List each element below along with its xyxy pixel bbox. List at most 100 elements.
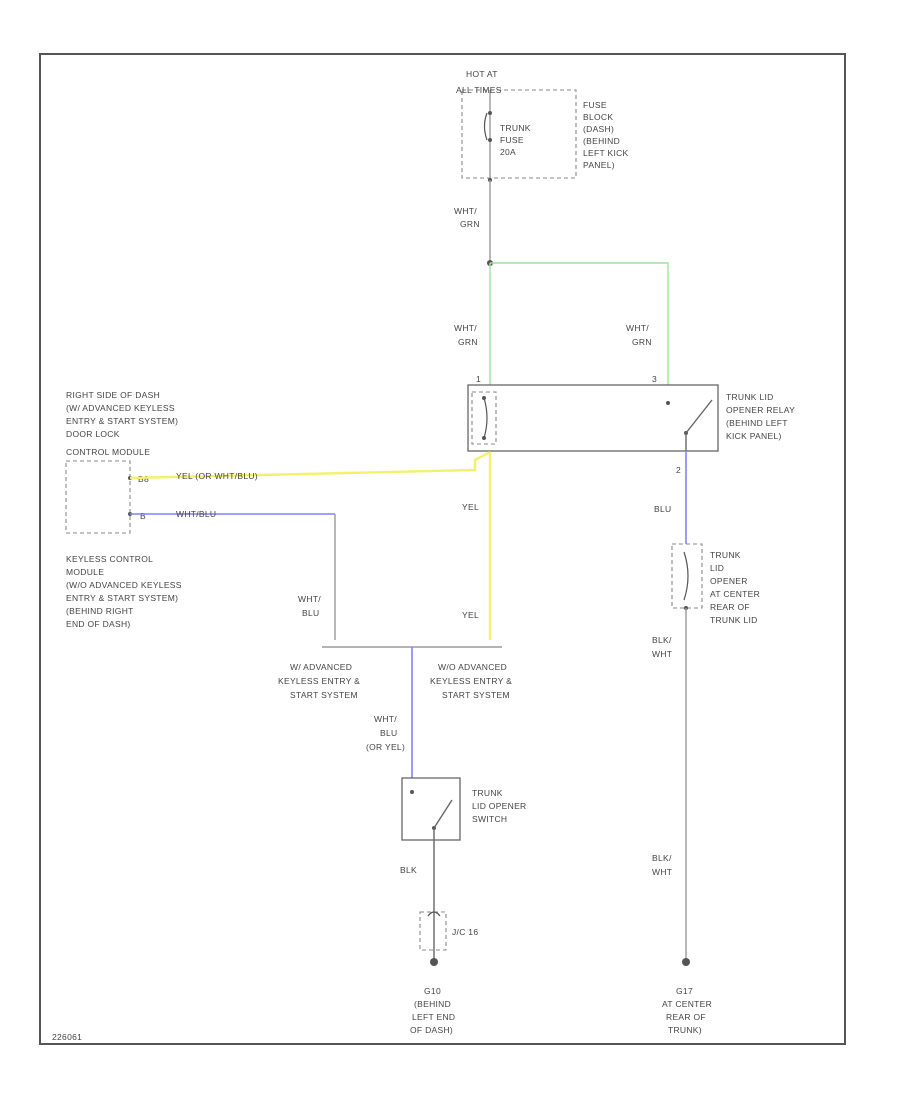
svg-text:GRN: GRN bbox=[632, 337, 652, 347]
svg-text:SWITCH: SWITCH bbox=[472, 814, 507, 824]
relay-pin: 3 bbox=[652, 374, 657, 384]
branch-label: KEYLESS ENTRY & bbox=[278, 676, 360, 686]
wire-label: GRN bbox=[458, 337, 478, 347]
branch-label: KEYLESS ENTRY & bbox=[430, 676, 512, 686]
wire-green bbox=[490, 262, 669, 385]
svg-text:START SYSTEM: START SYSTEM bbox=[442, 690, 510, 700]
relay-label: KICK PANEL) bbox=[726, 431, 782, 441]
trunk-lid-opener-relay: 1 3 2 TRUNK LID OPENER RELAY (BEHIND LEF… bbox=[467, 374, 795, 475]
fuse-name-label: TRUNK bbox=[500, 123, 531, 133]
svg-text:START SYSTEM: START SYSTEM bbox=[290, 690, 358, 700]
hot-at-label: ALL TIMES bbox=[456, 85, 502, 95]
fuse-block: HOT AT ALL TIMES TRUNK FUSE 20A FUSE BLO… bbox=[456, 69, 629, 182]
branch-label: START SYSTEM bbox=[290, 690, 358, 700]
svg-text:YEL: YEL bbox=[462, 610, 479, 620]
keyless-control-module: KEYLESS CONTROL MODULE (W/O ADVANCED KEY… bbox=[66, 554, 182, 629]
svg-text:TRUNK LID: TRUNK LID bbox=[710, 615, 758, 625]
wire-label: BLK bbox=[400, 865, 417, 875]
svg-text:HOT AT: HOT AT bbox=[466, 69, 498, 79]
trunk-lid-opener-switch: TRUNK LID OPENER SWITCH bbox=[401, 777, 526, 841]
svg-text:BLK/: BLK/ bbox=[652, 853, 672, 863]
wire-label: (OR YEL) bbox=[366, 742, 405, 752]
fuse-block-location: (DASH) bbox=[583, 124, 614, 134]
svg-text:AT CENTER: AT CENTER bbox=[662, 999, 712, 1009]
wire-label: WHT bbox=[652, 649, 672, 659]
svg-text:(W/O ADVANCED KEYLESS: (W/O ADVANCED KEYLESS bbox=[66, 580, 182, 590]
wire-label: GRN bbox=[460, 219, 480, 229]
svg-text:BLU: BLU bbox=[380, 728, 397, 738]
wire-label: WHT/ bbox=[454, 323, 477, 333]
svg-text:BLU: BLU bbox=[302, 608, 319, 618]
svg-text:(DASH): (DASH) bbox=[583, 124, 614, 134]
svg-text:RIGHT SIDE OF DASH: RIGHT SIDE OF DASH bbox=[66, 390, 160, 400]
svg-text:GRN: GRN bbox=[458, 337, 478, 347]
svg-text:FUSE: FUSE bbox=[500, 135, 524, 145]
svg-text:OPENER RELAY: OPENER RELAY bbox=[726, 405, 795, 415]
svg-text:WHT/: WHT/ bbox=[626, 323, 649, 333]
svg-text:226061: 226061 bbox=[52, 1032, 82, 1042]
diagram-code: 226061 bbox=[52, 1032, 82, 1042]
fuse-name-label: 20A bbox=[500, 147, 516, 157]
branch-label: W/O ADVANCED bbox=[438, 662, 507, 672]
junction-connector bbox=[419, 911, 447, 951]
svg-text:TRUNK): TRUNK) bbox=[668, 1025, 702, 1035]
svg-text:TRUNK: TRUNK bbox=[472, 788, 503, 798]
svg-text:ENTRY & START SYSTEM): ENTRY & START SYSTEM) bbox=[66, 593, 178, 603]
svg-text:MODULE: MODULE bbox=[66, 567, 104, 577]
svg-text:(BEHIND: (BEHIND bbox=[414, 999, 451, 1009]
svg-text:20A: 20A bbox=[500, 147, 516, 157]
wire-label: WHT bbox=[652, 867, 672, 877]
wire-label: WHT/ bbox=[374, 714, 397, 724]
relay-label: (BEHIND LEFT bbox=[726, 418, 788, 428]
svg-text:J/C 16: J/C 16 bbox=[452, 927, 478, 937]
branch-label: W/ ADVANCED bbox=[290, 662, 352, 672]
svg-text:BLK: BLK bbox=[400, 865, 417, 875]
svg-text:PANEL): PANEL) bbox=[583, 160, 615, 170]
svg-text:YEL: YEL bbox=[462, 502, 479, 512]
wire-label: YEL bbox=[462, 610, 479, 620]
svg-text:REAR OF: REAR OF bbox=[710, 602, 750, 612]
svg-text:LEFT KICK: LEFT KICK bbox=[583, 148, 629, 158]
svg-text:G17: G17 bbox=[676, 986, 693, 996]
ground-left-label: G10 (BEHIND LEFT END OF DASH) bbox=[410, 986, 455, 1035]
svg-text:AT CENTER: AT CENTER bbox=[710, 589, 760, 599]
relay-label: OPENER RELAY bbox=[726, 405, 795, 415]
svg-text:BLK/: BLK/ bbox=[652, 635, 672, 645]
wire-label: YEL (OR WHT/BLU) bbox=[176, 471, 258, 481]
svg-text:WHT/BLU: WHT/BLU bbox=[176, 509, 216, 519]
ground-left-icon bbox=[430, 958, 438, 966]
svg-text:WHT/: WHT/ bbox=[374, 714, 397, 724]
svg-text:CONTROL MODULE: CONTROL MODULE bbox=[66, 447, 150, 457]
hot-at-label: HOT AT bbox=[466, 69, 498, 79]
wire-yellow bbox=[129, 450, 491, 480]
junction-label: J/C 16 bbox=[452, 927, 478, 937]
svg-text:WHT: WHT bbox=[652, 867, 672, 877]
svg-text:KEYLESS ENTRY &: KEYLESS ENTRY & bbox=[278, 676, 360, 686]
svg-text:END OF DASH): END OF DASH) bbox=[66, 619, 131, 629]
fuse-block-location: LEFT KICK bbox=[583, 148, 629, 158]
wire-label: BLU bbox=[302, 608, 319, 618]
svg-text:3: 3 bbox=[652, 374, 657, 384]
module-pin: B8 bbox=[138, 474, 149, 484]
svg-text:KEYLESS CONTROL: KEYLESS CONTROL bbox=[66, 554, 153, 564]
fuse-block-location: FUSE bbox=[583, 100, 607, 110]
fuse-block-location: (BEHIND bbox=[583, 136, 620, 146]
svg-text:(BEHIND RIGHT: (BEHIND RIGHT bbox=[66, 606, 134, 616]
ground-right-label: G17 AT CENTER REAR OF TRUNK) bbox=[662, 986, 712, 1035]
wire-label: YEL bbox=[462, 502, 479, 512]
diagram-frame bbox=[39, 53, 846, 1045]
wire-label: WHT/BLU bbox=[176, 509, 216, 519]
svg-text:W/O ADVANCED: W/O ADVANCED bbox=[438, 662, 507, 672]
fuse-name-label: FUSE bbox=[500, 135, 524, 145]
ground-right-icon bbox=[682, 958, 690, 966]
svg-text:(OR YEL): (OR YEL) bbox=[366, 742, 405, 752]
wire-label: WHT/ bbox=[298, 594, 321, 604]
relay-pin: 1 bbox=[476, 374, 481, 384]
svg-text:B8: B8 bbox=[138, 474, 149, 484]
svg-text:1: 1 bbox=[476, 374, 481, 384]
svg-text:OF DASH): OF DASH) bbox=[410, 1025, 453, 1035]
fuse-block-location: PANEL) bbox=[583, 160, 615, 170]
svg-text:REAR OF: REAR OF bbox=[666, 1012, 706, 1022]
wire-label: BLK/ bbox=[652, 635, 672, 645]
svg-text:KICK PANEL): KICK PANEL) bbox=[726, 431, 782, 441]
